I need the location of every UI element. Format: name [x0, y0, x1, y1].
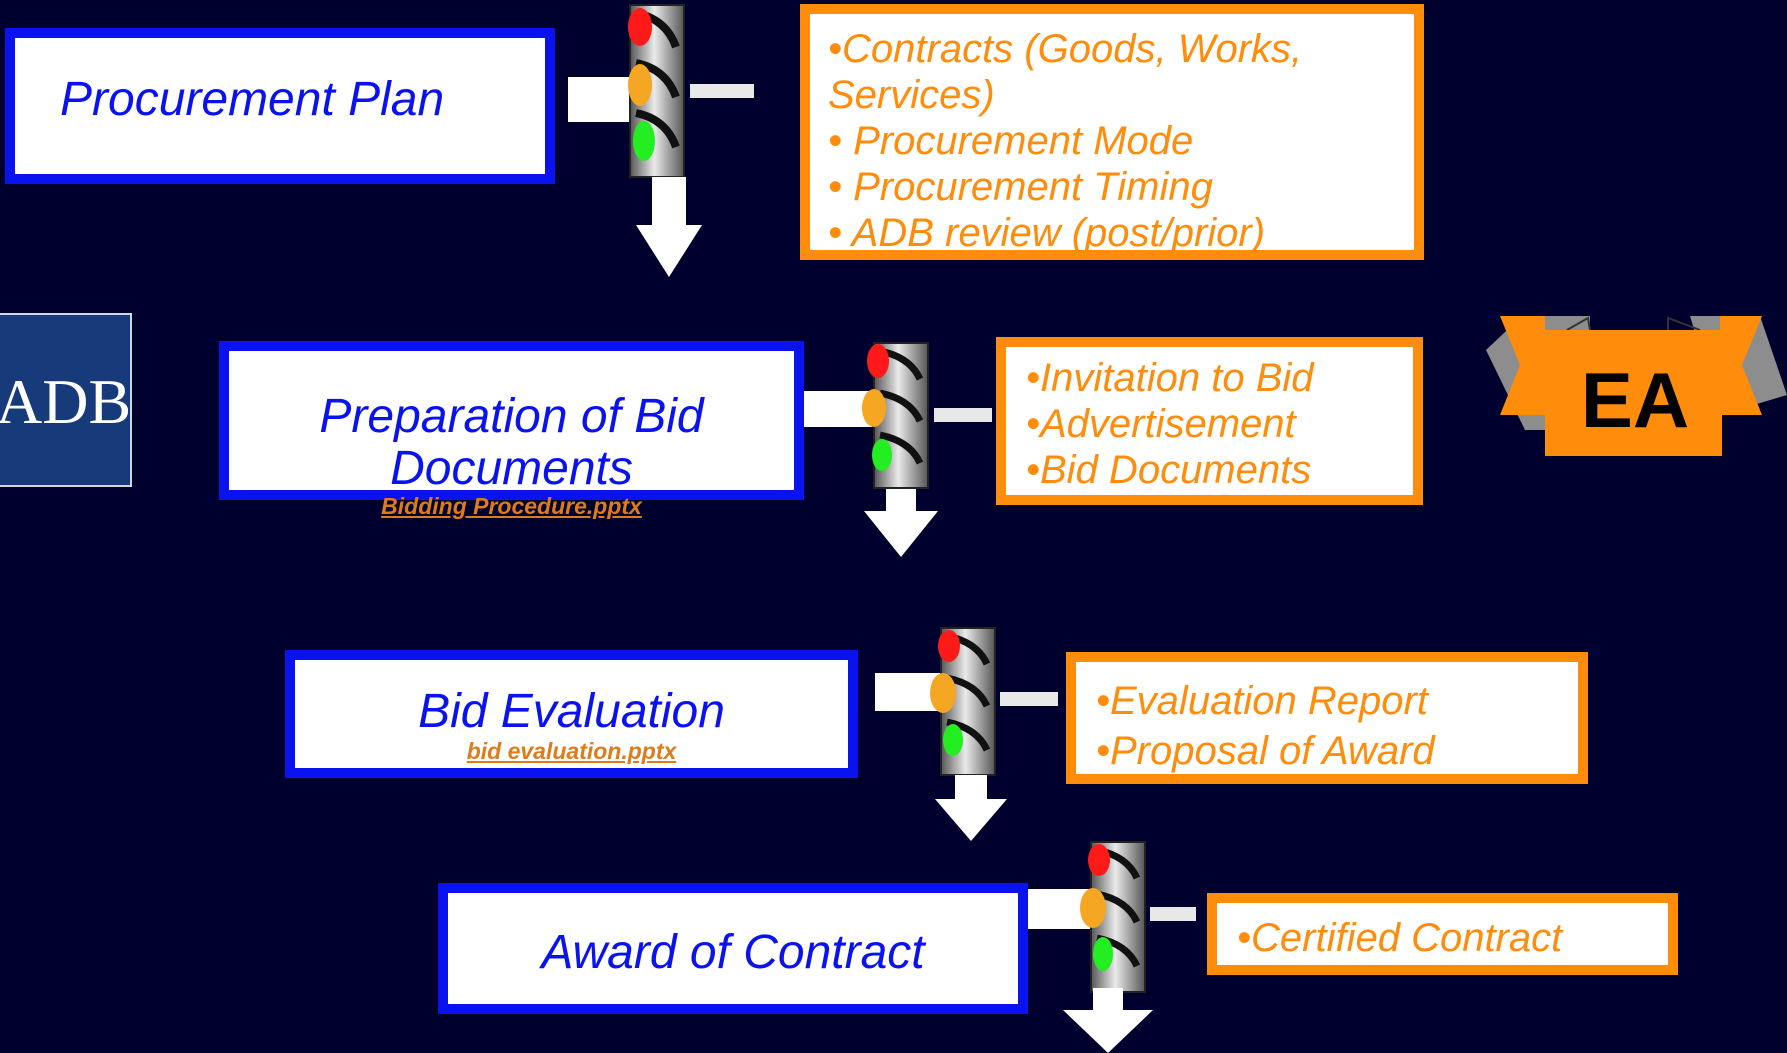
down-arrow-icon [864, 489, 938, 557]
traffic-light-icon [628, 4, 685, 178]
connector-stub [1000, 692, 1058, 706]
adb-logo: ADB [0, 313, 132, 487]
connector-bar [802, 391, 872, 427]
traffic-light-icon [930, 627, 996, 776]
info-item: Services) [828, 73, 995, 117]
down-arrow-icon [1063, 988, 1153, 1053]
step-procurement-plan: Procurement Plan [5, 28, 555, 184]
info-item: •Proposal of Award [1096, 729, 1435, 773]
info-item: •Evaluation Report [1096, 679, 1428, 723]
info-item: •Contracts (Goods, Works, [828, 27, 1303, 71]
info-item: •Bid Documents [1026, 448, 1312, 492]
info-bid-documents: •Invitation to Bid •Advertisement •Bid D… [996, 337, 1423, 505]
info-bid-evaluation: •Evaluation Report •Proposal of Award [1066, 652, 1588, 784]
info-procurement-plan: •Contracts (Goods, Works, Services) • Pr… [800, 4, 1424, 260]
connector-stub [690, 84, 754, 98]
step-title: Preparation of Bid Documents [319, 390, 704, 495]
step-award-of-contract: Award of Contract [438, 883, 1028, 1014]
step-title: Bid Evaluation [418, 685, 725, 738]
info-item: • Procurement Timing [828, 165, 1213, 209]
step-preparation-of-bid-documents: Preparation of Bid Documents Bidding Pro… [219, 341, 804, 519]
info-award-of-contract: •Certified Contract [1207, 893, 1678, 975]
info-item: • Procurement Mode [828, 119, 1194, 163]
ea-badge-text: EA [1580, 356, 1690, 444]
ribbon-banner-icon [1486, 316, 1787, 456]
info-item: •Advertisement [1026, 402, 1296, 446]
traffic-light-icon [1080, 841, 1146, 993]
bid-evaluation-link[interactable]: bid evaluation.pptx [466, 738, 677, 764]
down-arrow-icon [636, 177, 702, 277]
step-bid-evaluation: Bid Evaluation bid evaluation.pptx [285, 650, 858, 778]
down-arrow-icon [935, 775, 1007, 841]
info-item: •Invitation to Bid [1026, 356, 1314, 400]
step-title: Procurement Plan [60, 73, 445, 126]
traffic-light-icon [862, 342, 929, 489]
connector-stub [1150, 907, 1196, 921]
bidding-procedure-link[interactable]: Bidding Procedure.pptx [381, 493, 642, 519]
step-title: Award of Contract [541, 926, 925, 979]
info-item: • ADB review (post/prior) [828, 211, 1266, 255]
connector-stub [934, 408, 992, 422]
info-item: •Certified Contract [1237, 916, 1563, 960]
connector-bar [568, 77, 638, 122]
